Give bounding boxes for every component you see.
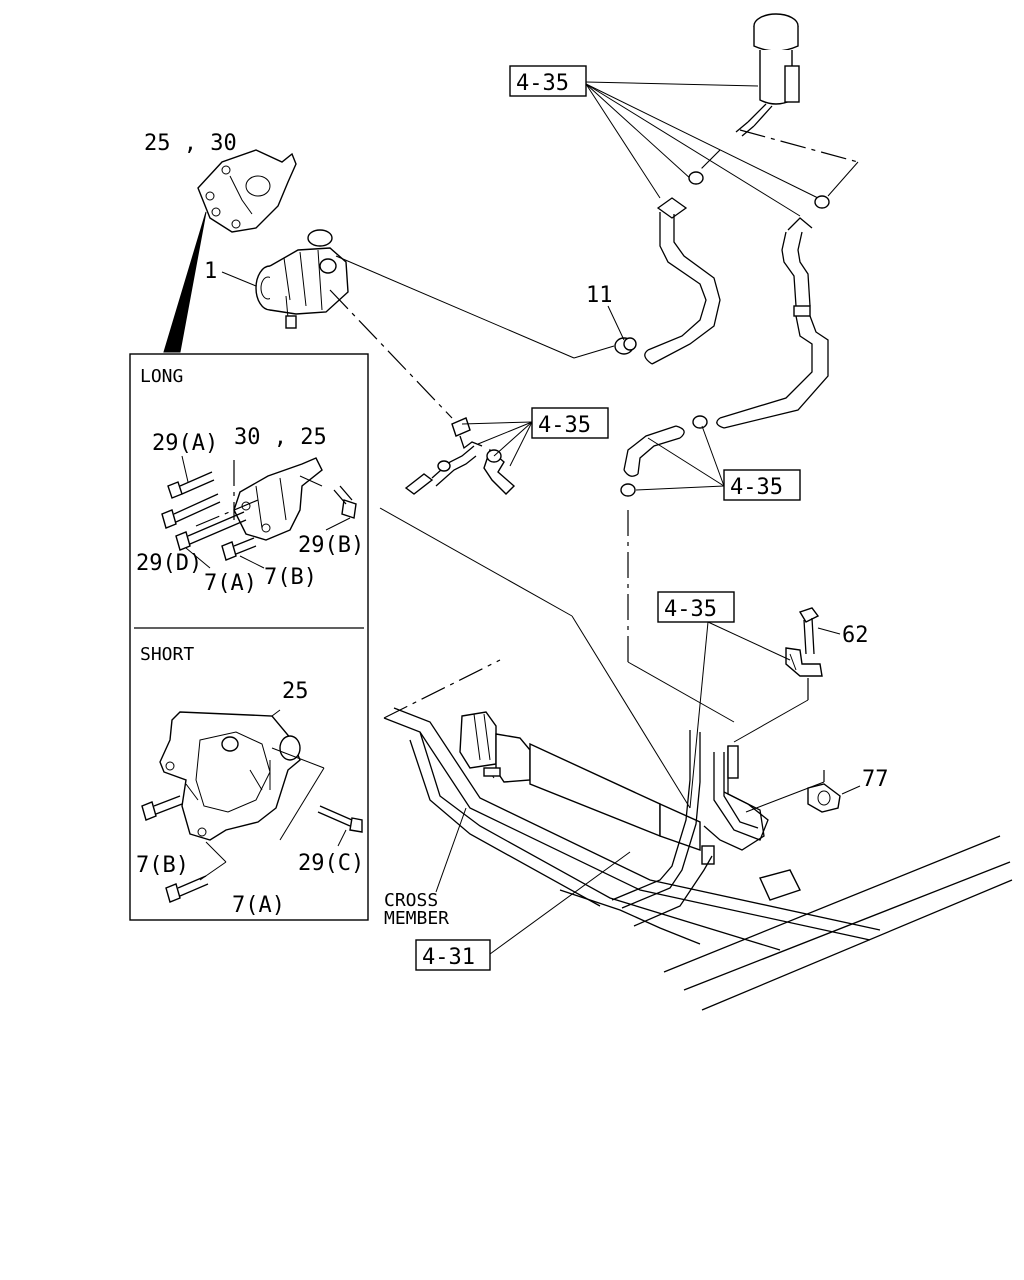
label-1: 1 [204, 259, 217, 284]
ref-box-431 [415, 939, 491, 971]
ref-label-top: 4-35 [516, 71, 569, 96]
ref-label-mid: 4-35 [538, 413, 591, 438]
label-77: 77 [862, 767, 889, 792]
long-inset-drawing [161, 455, 357, 569]
ref-label-bottom: 4-35 [664, 597, 717, 622]
label-cross: CROSS [384, 890, 438, 911]
bolt-62 [798, 607, 820, 655]
steering-lines [611, 730, 769, 927]
leader-62 [817, 627, 841, 635]
clamp-11 [614, 337, 637, 355]
ref-box-top [509, 65, 587, 97]
label-29a: 29(A) [152, 431, 218, 456]
short-hose [620, 425, 685, 497]
label-11: 11 [586, 283, 613, 308]
label-25-30: 25 , 30 [144, 131, 237, 156]
ref-label-431: 4-31 [422, 945, 475, 970]
reservoir-tank [735, 13, 800, 137]
label-30-25: 30 , 25 [234, 425, 327, 450]
label-29d: 29(D) [136, 551, 202, 576]
inset-short-title: SHORT [140, 644, 194, 665]
label-7b-short: 7(B) [136, 853, 189, 878]
label-25-short: 25 [282, 679, 309, 704]
label-62: 62 [842, 623, 869, 648]
ref-box-bottom [657, 591, 735, 623]
pump-bracket-top [197, 149, 297, 233]
ref-label-right: 4-35 [730, 475, 783, 500]
mid-leaders [379, 421, 691, 809]
right-leaders [635, 425, 725, 491]
reservoir-leaders [585, 81, 859, 217]
inset-pointer [163, 211, 207, 353]
hose-clamps-top [688, 171, 830, 209]
label-member: MEMBER [384, 908, 449, 929]
cross-member [383, 659, 1013, 1011]
hose-clamp-mid [692, 415, 708, 429]
leader-4-31 [489, 851, 631, 955]
supply-hose [716, 217, 829, 429]
label-7b-long: 7(B) [264, 565, 317, 590]
cross-member-leader [435, 807, 467, 893]
label-7a-short: 7(A) [232, 893, 285, 918]
inset-frame [129, 353, 369, 921]
ref-box-right [723, 469, 801, 501]
ref-box-mid [531, 407, 609, 439]
steering-gear [459, 711, 801, 901]
clip-bracket [733, 647, 823, 743]
grommet-77 [745, 770, 861, 813]
label-29c: 29(C) [298, 851, 364, 876]
short-inset-drawing [141, 709, 363, 903]
pump-leaders [221, 255, 615, 419]
label-29b: 29(B) [298, 533, 364, 558]
pipe-fittings-mid [404, 417, 516, 495]
power-steering-pump [255, 229, 349, 329]
inset-long-title: LONG [140, 366, 183, 387]
leader-11 [607, 305, 625, 341]
label-7a-long: 7(A) [204, 571, 257, 596]
return-hose [644, 197, 721, 365]
